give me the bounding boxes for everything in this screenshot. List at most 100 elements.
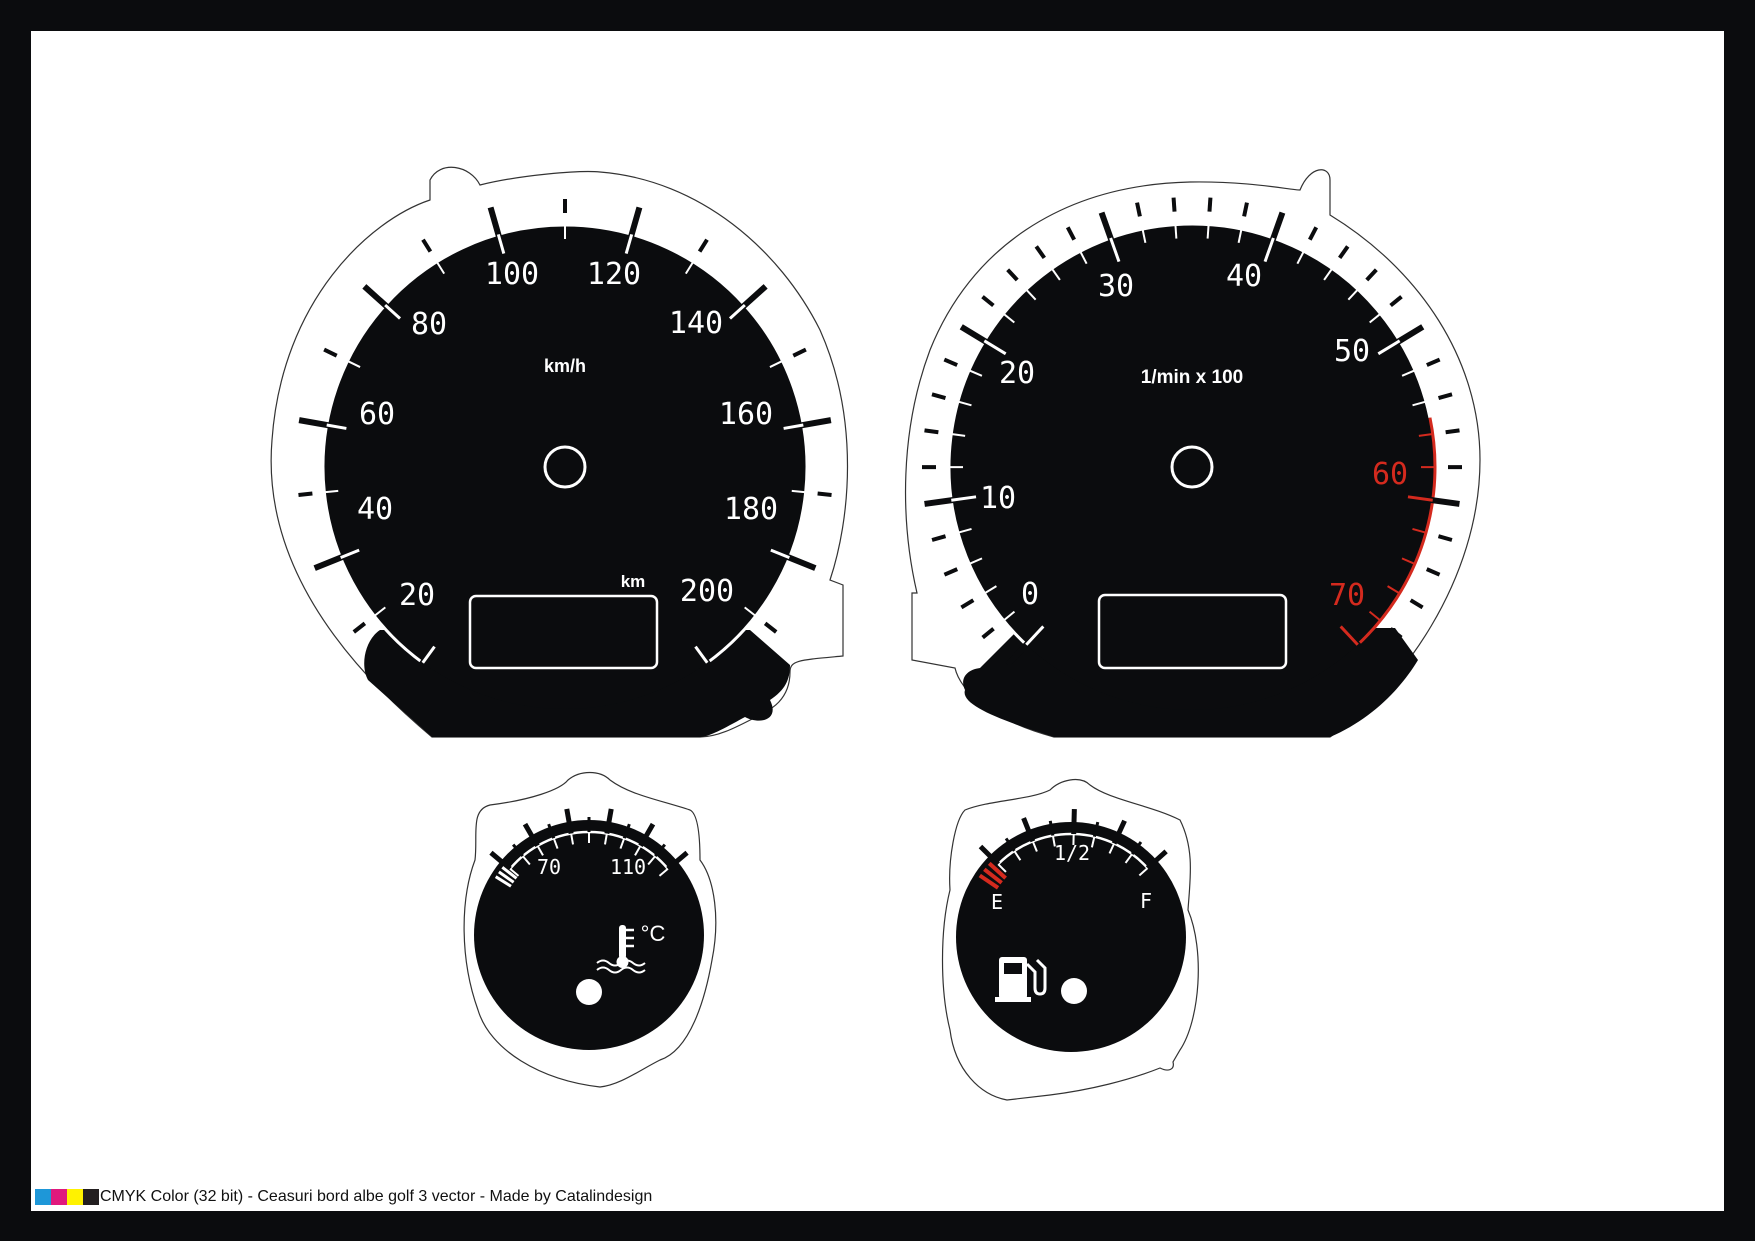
tachometer-scale-label: 40 xyxy=(1226,259,1262,294)
temperature-tick xyxy=(622,823,631,839)
temperature-tick-inner xyxy=(658,868,669,877)
tachometer-major-tick-inner xyxy=(1407,495,1433,502)
fuel-tick xyxy=(1004,837,1016,852)
tachometer-minor-tick-inner xyxy=(1296,250,1305,265)
temperature-tick-inner xyxy=(570,833,575,845)
tachometer-minor-tick xyxy=(1365,268,1378,282)
temperature-tick xyxy=(522,822,540,848)
speedometer-minor-tick-inner xyxy=(373,606,386,617)
tachometer-minor-tick xyxy=(1389,295,1403,308)
tachometer-minor-tick xyxy=(1425,567,1441,577)
tachometer-minor-tick-inner xyxy=(1369,312,1382,324)
speedometer-minor-tick-inner xyxy=(791,489,806,494)
fuel-scale-label: 1/2 xyxy=(1054,841,1090,865)
fuel-pump-icon xyxy=(995,957,1047,1002)
temperature-cold-hatch xyxy=(498,870,515,884)
tachometer-minor-tick xyxy=(960,598,975,610)
speedometer-scale-label: 140 xyxy=(669,306,723,341)
fuel-tick-inner xyxy=(1051,835,1056,847)
speedometer-major-tick-inner xyxy=(770,548,790,560)
tachometer-scale-label: 20 xyxy=(999,356,1035,391)
speedometer-minor-tick-inner xyxy=(769,360,783,368)
temperature-tick-marks xyxy=(489,808,689,888)
tachometer-minor-tick xyxy=(943,567,959,577)
temperature-tick xyxy=(512,843,524,858)
tachometer-minor-tick xyxy=(1437,534,1453,542)
temperature-dial-face xyxy=(474,820,704,1050)
tachometer-minor-tick xyxy=(1437,392,1453,400)
speedometer-minor-tick xyxy=(817,491,832,498)
speedometer-major-tick-inner xyxy=(783,423,804,430)
fuel-tick-inner xyxy=(1090,836,1096,848)
celsius-symbol: °C xyxy=(641,921,666,946)
temperature-tick-inner xyxy=(536,845,544,856)
speedometer-minor-tick xyxy=(352,621,367,634)
tachometer-redline-label: 60 xyxy=(1372,457,1408,492)
fuel-tick xyxy=(1111,819,1127,845)
temperature-tick xyxy=(604,808,614,834)
tachometer-major-tick-inner xyxy=(983,339,1007,356)
odometer-display xyxy=(468,594,659,670)
fuel-tick xyxy=(1092,821,1100,838)
tachometer-redline-label: 70 xyxy=(1329,578,1365,613)
tachometer-minor-tick xyxy=(1338,245,1350,260)
tachometer-minor-tick-inner xyxy=(957,527,972,534)
speedometer-unit-label: km/h xyxy=(544,356,586,376)
fuel-tick-inner xyxy=(1138,867,1149,877)
tachometer-minor-tick xyxy=(931,392,947,400)
instrument-cluster-artwork: km/h km 20 40 60 80 100 120 140 160 180 … xyxy=(270,166,1481,1101)
tachometer-major-tick-inner xyxy=(1263,237,1275,263)
speedometer-minor-tick xyxy=(697,238,709,253)
speedometer-major-tick-inner xyxy=(728,303,746,320)
temperature-tick-inner xyxy=(522,855,531,866)
tachometer-minor-tick xyxy=(931,534,947,542)
speedometer: km/h km 20 40 60 80 100 120 140 160 180 … xyxy=(298,199,832,709)
tachometer-minor-tick-inner xyxy=(951,433,966,437)
tachometer-scale-label: 50 xyxy=(1334,334,1370,369)
speedometer-minor-tick-inner xyxy=(684,261,695,275)
tachometer-minor-tick xyxy=(1034,245,1046,260)
speedometer-major-tick-inner xyxy=(384,303,402,320)
temperature-cold-hatch xyxy=(494,875,512,888)
tachometer-minor-tick xyxy=(943,357,958,367)
speedometer-scale-arc xyxy=(321,223,809,664)
speedometer-major-tick-inner xyxy=(340,548,360,560)
temperature-needle-pivot xyxy=(576,979,602,1005)
temperature-tick-inner xyxy=(603,833,608,845)
speedometer-minor-tick xyxy=(298,491,313,498)
speedometer-scale-label: 200 xyxy=(680,574,734,609)
tachometer-major-tick-inner xyxy=(1377,339,1401,356)
tachometer-minor-tick-inner xyxy=(1323,267,1333,281)
speedometer-needle-hub xyxy=(543,445,587,489)
tachometer-scale-label: 30 xyxy=(1098,269,1134,304)
temperature-tick xyxy=(654,843,666,858)
temperature-tick-inner xyxy=(552,837,559,849)
tachometer-minor-tick xyxy=(1135,202,1142,217)
speedometer-minor-tick xyxy=(421,238,433,253)
fuel-tick xyxy=(1130,841,1143,855)
temperature-gauge: 70 110 °C xyxy=(463,771,717,1088)
fuel-tick xyxy=(1071,808,1077,835)
tachometer-minor-tick-inner xyxy=(1174,224,1178,239)
tachometer-minor-tick xyxy=(1426,357,1441,367)
speedometer-major-tick-inner xyxy=(326,423,347,430)
temperature-tick xyxy=(489,850,512,871)
speedometer-scale-label: 20 xyxy=(399,578,435,613)
fuel-tick-inner xyxy=(1013,850,1022,861)
tachometer-tick-marks xyxy=(921,197,1463,667)
trip-display xyxy=(1097,593,1288,670)
coolant-temperature-icon xyxy=(596,925,646,974)
speedometer-scale-label: 180 xyxy=(724,492,778,527)
fuel-tick xyxy=(1048,820,1055,836)
tachometer-minor-tick-inner xyxy=(1412,400,1427,407)
temperature-tick xyxy=(547,823,556,839)
speedometer-scale-label: 60 xyxy=(359,397,395,432)
tachometer-scale-arc xyxy=(947,222,1432,646)
tachometer-minor-tick-inner xyxy=(1002,610,1016,622)
temperature-tick-inner xyxy=(647,855,656,866)
tachometer-minor-tick xyxy=(1207,197,1213,212)
tachometer-unit-label: 1/min x 100 xyxy=(1141,367,1243,388)
tachometer-needle-hub xyxy=(1170,445,1214,489)
fuel-tick-inner xyxy=(1124,853,1133,864)
tachometer-minor-tick-inner xyxy=(1401,557,1416,565)
